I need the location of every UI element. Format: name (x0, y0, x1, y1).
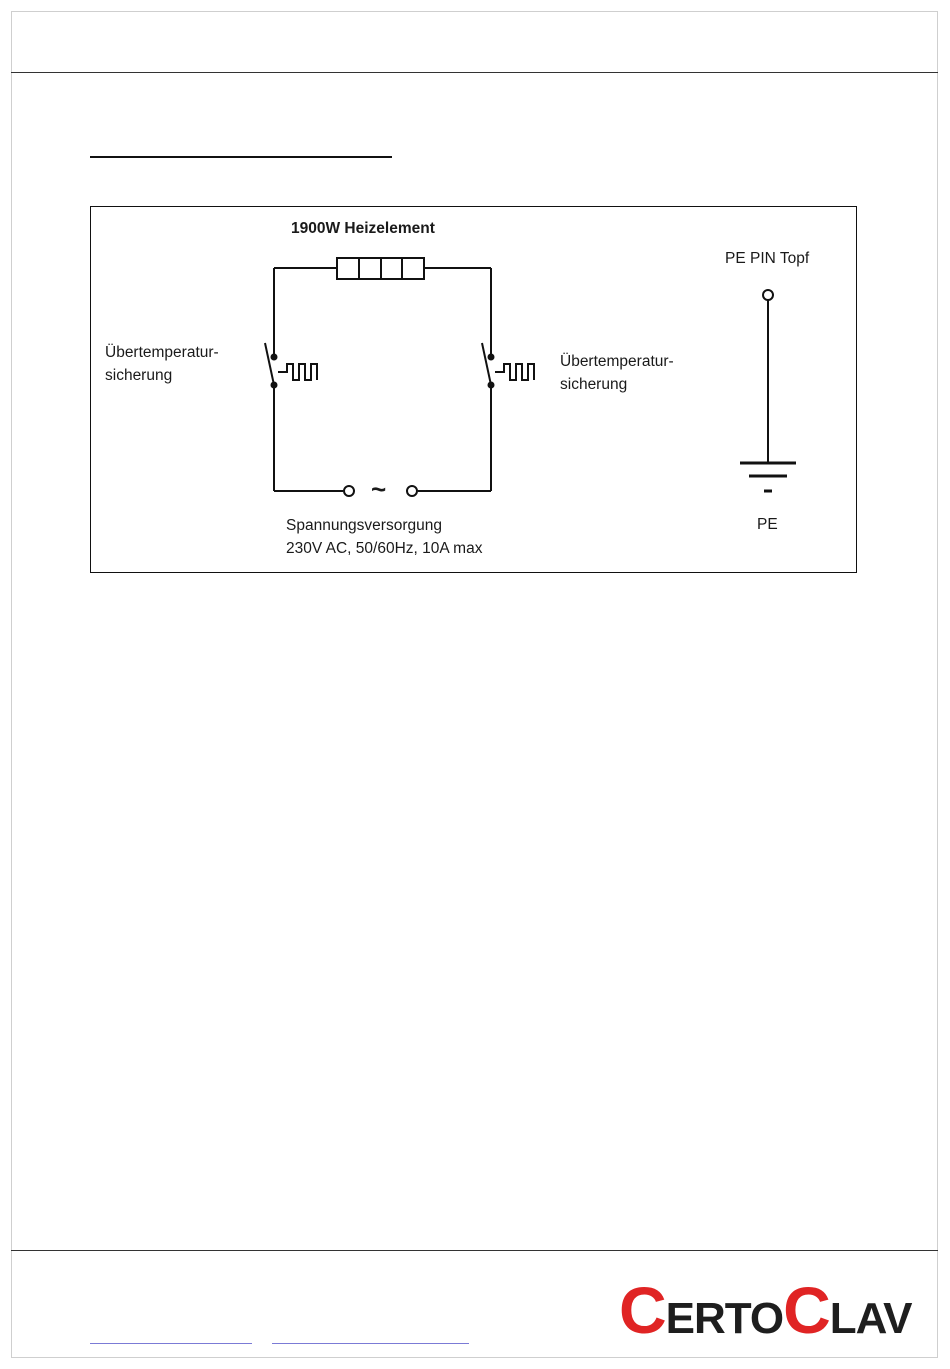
fuse-left-contact-bottom (271, 382, 278, 389)
ac-terminal-right (407, 486, 417, 496)
fuse-left-contact-top (271, 354, 278, 361)
fuse-left-switch (265, 343, 274, 385)
fuse-right-bimetal (495, 364, 534, 380)
header-divider (11, 72, 938, 73)
heater-label: 1900W Heizelement (291, 217, 435, 240)
certoclav-logo: CERTOCLAV (619, 1280, 912, 1340)
logo-text-erto: ERTO (666, 1294, 783, 1343)
fuse-right-switch (482, 343, 491, 385)
ac-terminal-left (344, 486, 354, 496)
footer-divider (11, 1250, 938, 1251)
fuse-right-contact-bottom (488, 382, 495, 389)
ground-symbol (740, 463, 796, 491)
logo-letter-c2: C (783, 1273, 830, 1347)
supply-label-line2: 230V AC, 50/60Hz, 10A max (286, 537, 482, 560)
logo-text-lav: LAV (830, 1294, 912, 1343)
ac-symbol: ~ (371, 474, 386, 504)
fuse-left-label-line1: Übertemperatur- (105, 341, 219, 364)
fuse-left-bimetal (278, 364, 317, 380)
pe-label: PE (757, 513, 778, 536)
fuse-right-label-line2: sicherung (560, 373, 627, 396)
fuse-left-label-line2: sicherung (105, 364, 172, 387)
footer-link-2-underline[interactable] (272, 1343, 469, 1344)
fuse-right-label-line1: Übertemperatur- (560, 350, 674, 373)
supply-label-line1: Spannungsversorgung (286, 514, 442, 537)
pe-pin-label: PE PIN Topf (725, 247, 809, 270)
wiring-diagram: 1900W Heizelement Übertemperatur- sicher… (90, 206, 857, 573)
section-heading-underline (90, 156, 392, 158)
logo-letter-c1: C (619, 1273, 666, 1347)
pe-pin-terminal (763, 290, 773, 300)
fuse-right-contact-top (488, 354, 495, 361)
footer-link-1-underline[interactable] (90, 1343, 252, 1344)
